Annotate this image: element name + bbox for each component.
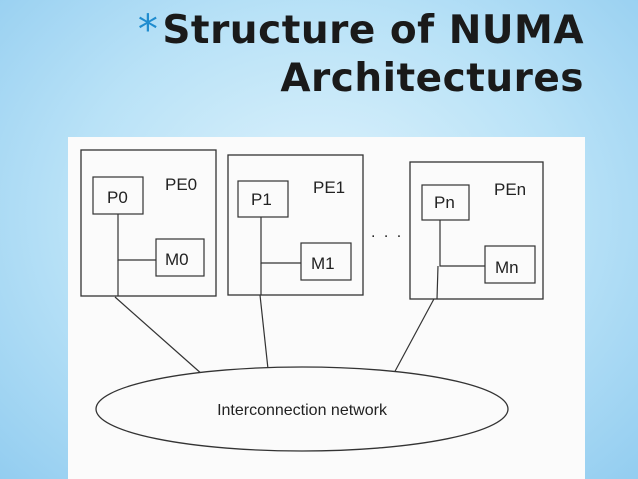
- numa-diagram-figure: P0 PE0 M0 P1 PE1 M1 . . . Pn PEn Mn: [68, 137, 585, 479]
- processor-label-1: P1: [251, 190, 272, 209]
- memory-box-n: [484, 245, 536, 284]
- link-pe1: [259, 294, 269, 370]
- processor-label-0: P0: [107, 188, 128, 207]
- pe-bus-n: [436, 265, 439, 300]
- title-line-1: *Structure of NUMA: [138, 6, 584, 55]
- memory-box-0: [155, 238, 205, 277]
- pe-label-0: PE0: [165, 175, 197, 194]
- processor-label-n: Pn: [434, 193, 455, 212]
- title-bullet: *: [137, 7, 159, 53]
- processor-box-n: [421, 184, 470, 221]
- title-line-2: Architectures: [280, 56, 584, 101]
- pe-node-0: P0 PE0 M0: [80, 149, 217, 297]
- title-text-1: Structure of NUMA: [162, 8, 584, 53]
- pe-label-n: PEn: [494, 180, 526, 199]
- memory-label-1: M1: [311, 254, 335, 273]
- pe-label-1: PE1: [313, 178, 345, 197]
- pe-node-1: P1 PE1 M1: [227, 154, 364, 296]
- memory-label-n: Mn: [495, 258, 519, 277]
- processor-box-0: [92, 176, 144, 215]
- slide-title: *Structure of NUMA Architectures: [138, 6, 584, 103]
- pm-link-n: [439, 220, 485, 267]
- memory-box-1: [300, 242, 352, 281]
- pe-node-n: Pn PEn Mn: [409, 161, 544, 300]
- network-label: Interconnection network: [217, 402, 388, 419]
- processor-box-1: [237, 180, 289, 218]
- interconnection-network-ellipse: [95, 366, 509, 452]
- link-pen: [392, 296, 436, 376]
- link-pe0: [114, 296, 204, 376]
- numa-diagram: P0 PE0 M0 P1 PE1 M1 . . . Pn PEn Mn: [80, 149, 544, 452]
- memory-label-0: M0: [165, 250, 189, 269]
- interconnect-links: [114, 294, 436, 376]
- node-ellipsis: . . .: [371, 224, 403, 241]
